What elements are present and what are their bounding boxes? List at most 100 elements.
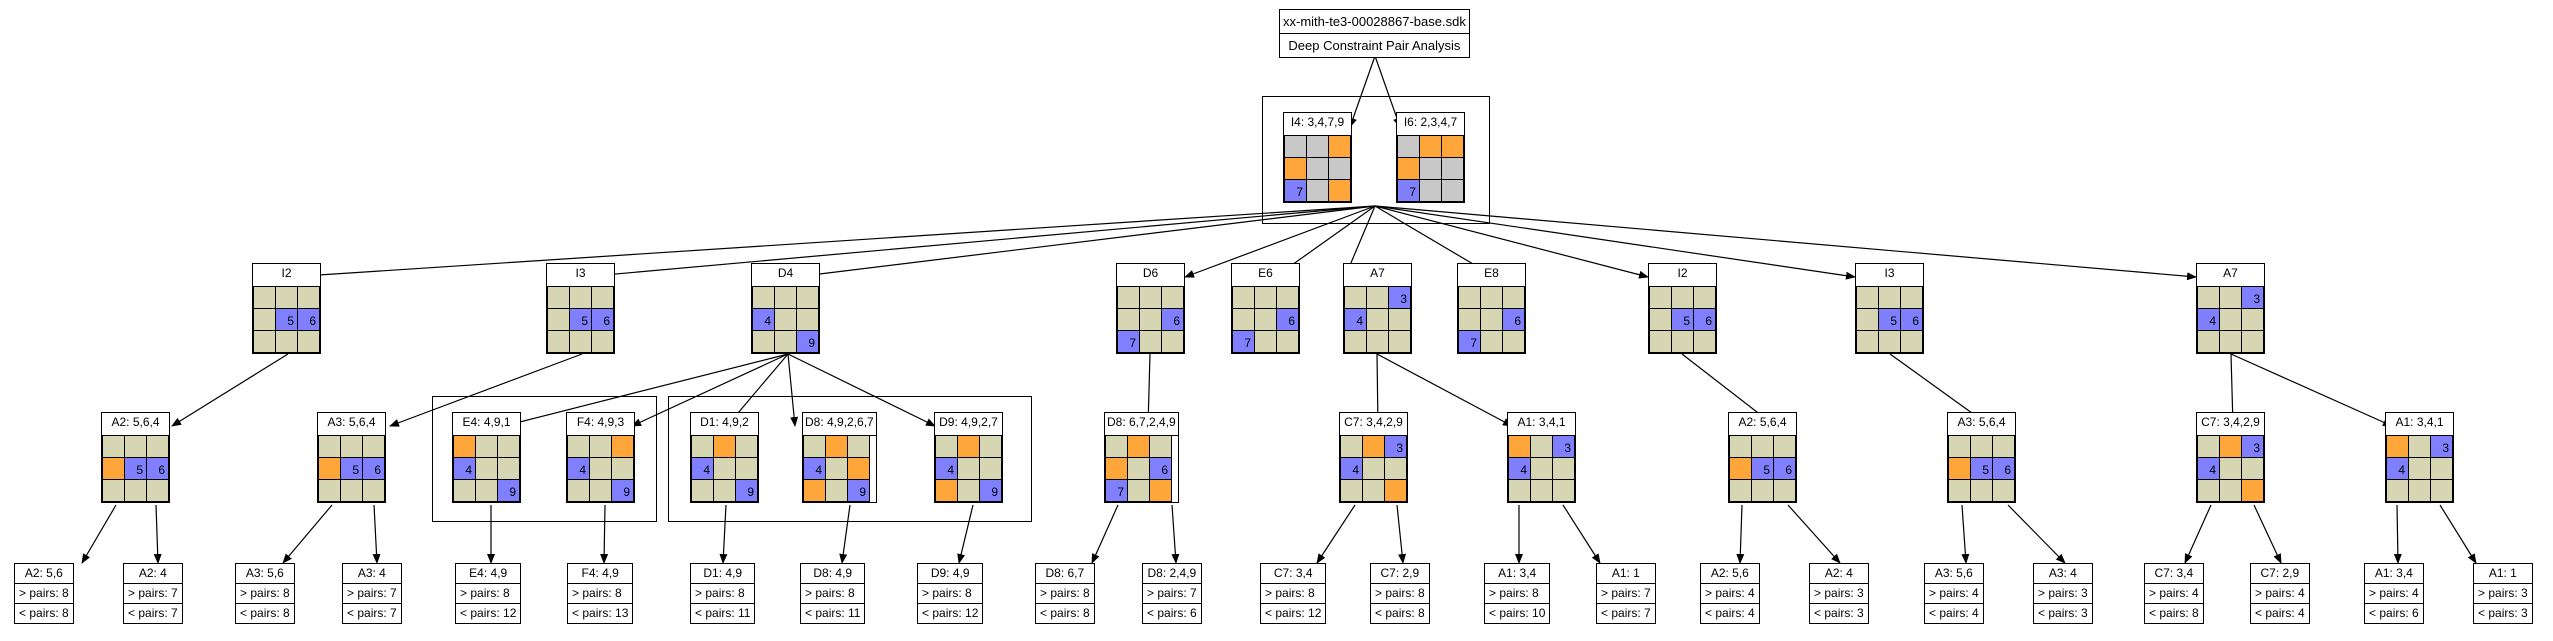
greater-pairs: > pairs: 8 — [1036, 583, 1094, 603]
grid-cell — [1255, 287, 1277, 309]
leaf-node-d1-4-9: D1: 4,9> pairs: 8< pairs: 11 — [690, 563, 756, 624]
grid-cell — [2387, 436, 2409, 458]
grid-cell: 5 — [276, 309, 298, 331]
grid-cell — [1118, 309, 1140, 331]
grid-cell — [1694, 331, 1716, 353]
grid-cell — [848, 436, 870, 458]
grid-cell: 5 — [1971, 458, 1993, 480]
grid-cell — [2220, 458, 2242, 480]
greater-pairs: > pairs: 4 — [2365, 583, 2423, 603]
grid-cell — [1774, 480, 1796, 502]
grid-cell — [753, 331, 775, 353]
edge-a3b-leaf1 — [1961, 504, 1970, 564]
grid-cell: 7 — [1398, 180, 1420, 202]
grid-cell — [804, 480, 826, 502]
grid-cell: 4 — [936, 458, 958, 480]
node-label: D6 — [1142, 266, 1159, 280]
grid-cell — [714, 458, 736, 480]
edge-a3b-leaf2 — [2007, 504, 2066, 564]
grid-cell: 3 — [2242, 436, 2264, 458]
edge-root-i4 — [1349, 55, 1376, 128]
leaf-node-a1-1: A1: 1> pairs: 7< pairs: 7 — [1596, 563, 1656, 624]
grid-cell: 9 — [498, 480, 520, 502]
leaf-node-c7-3-4: C7: 3,4> pairs: 8< pairs: 12 — [1260, 563, 1327, 624]
grid-cell — [1329, 180, 1351, 202]
greater-pairs: > pairs: 3 — [2034, 583, 2092, 603]
grid-cell — [612, 458, 634, 480]
grid-cell: 4 — [804, 458, 826, 480]
grid-cell — [548, 287, 570, 309]
edge-top-level1-3 — [1184, 205, 1376, 278]
grid-cell: 9 — [797, 331, 819, 353]
edge-d8-leaf — [839, 504, 851, 564]
grid-cell — [592, 331, 614, 353]
grid-cell — [1329, 158, 1351, 180]
leaf-title: A3: 5,6 — [1934, 566, 1973, 580]
grid-cell — [2220, 309, 2242, 331]
grid-cell: 4 — [568, 458, 590, 480]
grid-cell — [1277, 287, 1299, 309]
edge-a2-leaf1 — [81, 504, 117, 564]
grid-cell — [1509, 480, 1531, 502]
leaf-title: A2: 4 — [1824, 566, 1853, 580]
less-pairs: < pairs: 8 — [236, 603, 294, 623]
grid-cell: 3 — [1385, 436, 1407, 458]
node-label: A7 — [1370, 266, 1385, 280]
node-label: A2: 5,6,4 — [1738, 415, 1787, 429]
grid-cell — [848, 458, 870, 480]
grid-cell — [1503, 331, 1525, 353]
grid-cell — [254, 309, 276, 331]
grid-cell — [2242, 309, 2264, 331]
grid-cell — [125, 436, 147, 458]
grid-cell: 7 — [1233, 331, 1255, 353]
grid-cell: 3 — [2431, 436, 2453, 458]
less-pairs: < pairs: 7 — [1597, 603, 1655, 623]
e4-f4-cluster-box — [432, 396, 657, 522]
greater-pairs: > pairs: 7 — [1143, 583, 1201, 603]
grid-cell — [1363, 436, 1385, 458]
grid-cell — [1128, 436, 1150, 458]
grid-cell — [1389, 331, 1411, 353]
greater-pairs: > pairs: 4 — [1925, 583, 1983, 603]
grid-cell: 6 — [1277, 309, 1299, 331]
grid-cell — [1363, 480, 1385, 502]
grid-cell — [341, 436, 363, 458]
grid-cell — [298, 331, 320, 353]
d1-d8-d9-cluster-box — [668, 396, 1032, 522]
leaf-title: A1: 1 — [1611, 566, 1640, 580]
leaf-node-c7-3-4: C7: 3,4> pairs: 4< pairs: 8 — [2144, 563, 2204, 624]
grid-cell: 5 — [341, 458, 363, 480]
edge-top-level1-9 — [1374, 205, 2197, 281]
grid-cell — [1857, 331, 1879, 353]
leaf-node-d8-4-9: D8: 4,9> pairs: 8< pairs: 11 — [800, 563, 866, 624]
grid-cell: 4 — [753, 309, 775, 331]
grid-cell — [775, 309, 797, 331]
grid-cell — [1367, 309, 1389, 331]
grid-cell — [298, 287, 320, 309]
less-pairs: < pairs: 6 — [1143, 603, 1201, 623]
node-label: D4 — [777, 266, 794, 280]
grid-cell — [568, 436, 590, 458]
grid-cell — [590, 458, 612, 480]
node-label: D8: 6,7,2,4,9 — [1107, 415, 1176, 429]
leaf-title: D8: 6,7 — [1045, 566, 1085, 580]
grid-cell — [1971, 436, 1993, 458]
grid-cell — [1949, 436, 1971, 458]
grid-cell — [804, 436, 826, 458]
grid-cell: 9 — [736, 480, 758, 502]
grid-cell — [1367, 287, 1389, 309]
grid-cell — [1118, 287, 1140, 309]
less-pairs: < pairs: 8 — [1036, 603, 1094, 623]
grid-cell — [319, 480, 341, 502]
edge-d4-f4 — [631, 353, 789, 427]
